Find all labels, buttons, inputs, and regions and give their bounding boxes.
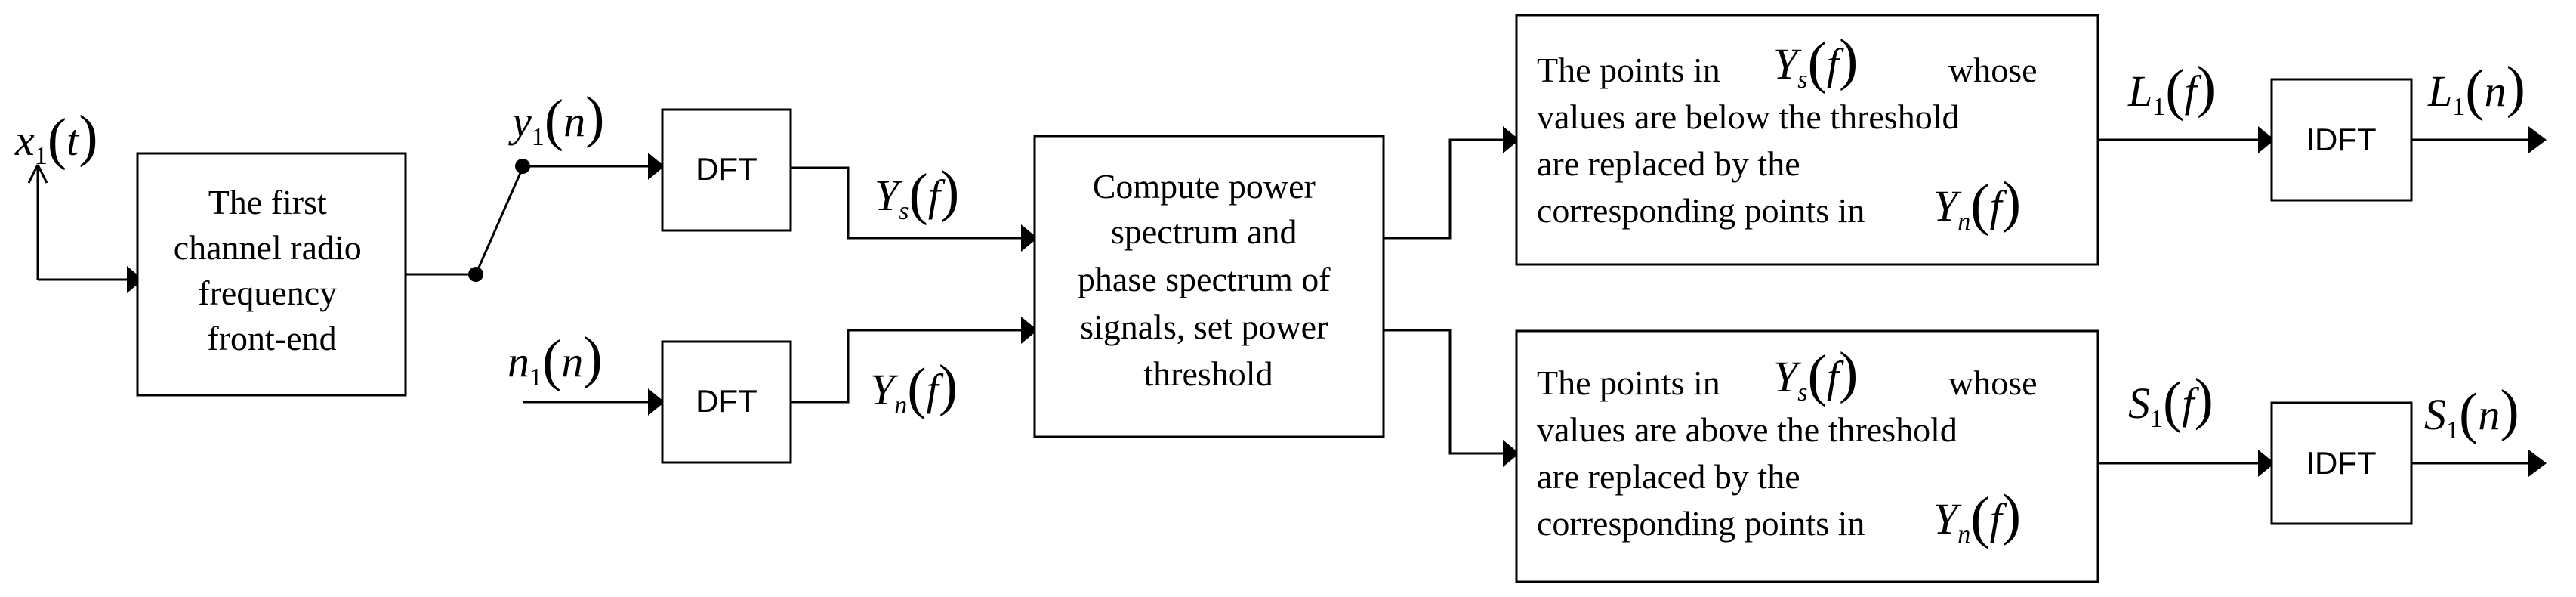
arrow-into-compute-top xyxy=(1021,224,1038,252)
block-replace-above-Ysf: Ys(f) xyxy=(1773,341,1858,407)
arrow-output-S1n xyxy=(2528,450,2547,477)
block-replace-above-line1: The points in xyxy=(1537,363,1720,402)
arrow-into-dft-top xyxy=(648,153,665,180)
block-replace-above xyxy=(1515,329,2099,583)
arrow-into-dft-bottom xyxy=(648,388,665,416)
label-Ysf-1: Ys(f) xyxy=(875,159,959,226)
arrow-into-idft-top xyxy=(2258,126,2275,153)
block-replace-below xyxy=(1515,14,2099,266)
block-replace-below-line4: corresponding points in xyxy=(1537,191,1865,230)
block-replace-below-line1: The points in xyxy=(1537,51,1720,89)
block-dft-top-label: DFT xyxy=(696,151,757,187)
antenna-icon xyxy=(27,164,48,280)
block-idft-bottom xyxy=(2270,401,2413,525)
label-x1t: x1(t) xyxy=(14,104,98,171)
block-dft-bottom-label: DFT xyxy=(696,383,757,419)
block-compute-spectrum-label: Compute power spectrum and phase spectru… xyxy=(1078,167,1339,393)
wire-compute-to-replace-above xyxy=(1384,329,1503,455)
block-dft-bottom xyxy=(661,340,792,464)
wire-dft-bottom-to-compute xyxy=(791,329,1021,404)
switch-arm xyxy=(474,167,524,275)
block-replace-below-Ysf: Ys(f) xyxy=(1773,28,1858,94)
block-replace-below-line3: are replaced by the xyxy=(1537,144,1800,183)
block-idft-top-label: IDFT xyxy=(2306,122,2376,157)
block-replace-above-line2: values are above the threshold xyxy=(1537,410,1957,449)
block-idft-top xyxy=(2270,78,2413,202)
arrow-output-L1n xyxy=(2528,126,2547,153)
label-S1f: S1(f) xyxy=(2128,367,2214,434)
label-L1n: L1(n) xyxy=(2427,55,2525,122)
arrow-into-idft-bottom xyxy=(2258,450,2275,477)
label-L1f: L1(f) xyxy=(2127,55,2216,122)
label-S1n: S1(n) xyxy=(2424,379,2519,445)
label-y1n: y1(n) xyxy=(508,85,604,152)
label-n1n: n1(n) xyxy=(507,326,603,392)
block-replace-below-whose: whose xyxy=(1948,51,2038,89)
block-idft-bottom-label: IDFT xyxy=(2306,445,2376,481)
block-replace-below-line2: values are below the threshold xyxy=(1537,97,1959,136)
block-dft-top xyxy=(661,108,792,232)
arrow-into-replace-above xyxy=(1503,440,1519,467)
arrow-into-replace-below xyxy=(1503,126,1519,153)
arrow-into-compute-bottom xyxy=(1021,317,1038,344)
block-compute-spectrum xyxy=(1033,135,1385,438)
block-replace-above-whose: whose xyxy=(1948,363,2038,402)
block-replace-above-line4: corresponding points in xyxy=(1537,504,1865,543)
block-replace-above-Ynf: Yn(f) xyxy=(1933,483,2021,549)
block-rf-frontend-label: The first channel radio frequency front-… xyxy=(174,183,371,357)
block-replace-below-Ynf: Yn(f) xyxy=(1933,170,2021,237)
block-replace-above-line3: are replaced by the xyxy=(1537,457,1800,496)
block-rf-frontend xyxy=(136,152,407,397)
arrow-into-rf xyxy=(127,266,143,293)
wire-dft-top-to-compute xyxy=(791,166,1021,240)
label-Ynf-1: Yn(f) xyxy=(870,354,958,420)
wire-compute-to-replace-below xyxy=(1384,138,1503,240)
